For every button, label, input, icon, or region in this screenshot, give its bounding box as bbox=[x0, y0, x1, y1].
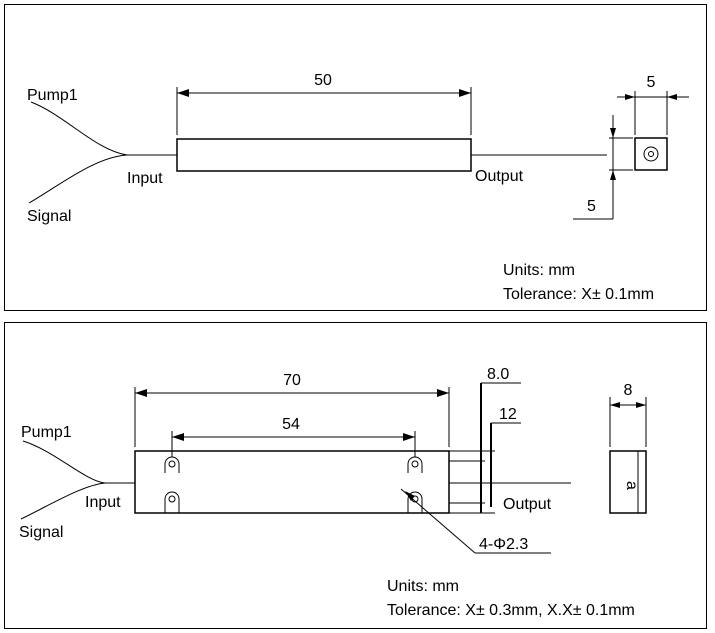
pump-fiber bbox=[22, 440, 106, 484]
signal-fiber bbox=[28, 154, 128, 204]
units-label: Units: mm bbox=[387, 578, 459, 595]
length-arrow-left bbox=[135, 389, 147, 397]
bottom-drawing-panel: 70 54 8.0 12 Pump1 Signal Input Output 4… bbox=[4, 322, 707, 629]
height-dim-label: 8.0 bbox=[487, 366, 509, 383]
pump-label: Pump1 bbox=[27, 87, 78, 104]
pump-fiber bbox=[30, 101, 128, 156]
side-width-label: 8 bbox=[624, 382, 633, 399]
end-view-fiber-ring bbox=[643, 146, 659, 162]
side-view-body bbox=[609, 450, 647, 514]
end-height-arrow-bottom bbox=[610, 170, 616, 180]
mounting-hole-top-right bbox=[407, 456, 423, 473]
top-drawing: 50 Pump1 Signal Input Output 5 5 Units: … bbox=[27, 72, 689, 303]
side-width-arrow-right bbox=[636, 402, 646, 408]
end-view-fiber-core bbox=[648, 151, 654, 157]
mounting-hole-top-left bbox=[164, 456, 180, 473]
length-arrow-right bbox=[437, 389, 449, 397]
device-body bbox=[134, 450, 450, 514]
end-width-arrow-left bbox=[625, 94, 635, 100]
mounting-hole-bottom-left bbox=[164, 491, 180, 513]
pump-label: Pump1 bbox=[21, 424, 72, 441]
signal-label: Signal bbox=[19, 524, 63, 541]
end-height-arrow-top bbox=[610, 128, 616, 138]
signal-fiber bbox=[20, 482, 106, 520]
length-dim-label: 50 bbox=[314, 72, 332, 89]
arrow-right bbox=[459, 89, 471, 97]
top-drawing-panel: 50 Pump1 Signal Input Output 5 5 Units: … bbox=[4, 4, 707, 311]
output-label: Output bbox=[503, 496, 552, 513]
tolerance-label: Tolerance: X± 0.1mm bbox=[503, 286, 654, 303]
end-width-label: 5 bbox=[647, 74, 656, 91]
hole-callout-arrow bbox=[405, 491, 415, 501]
device-body bbox=[176, 138, 472, 172]
bottom-drawing: 70 54 8.0 12 Pump1 Signal Input Output 4… bbox=[19, 366, 647, 619]
length-dim-label: 70 bbox=[283, 372, 301, 389]
output-label: Output bbox=[475, 168, 524, 185]
hole-arrow-left bbox=[172, 433, 184, 441]
end-width-arrow-right bbox=[667, 94, 677, 100]
hole-spacing-label: 54 bbox=[282, 416, 300, 433]
tolerance-label: Tolerance: X± 0.3mm, X.X± 0.1mm bbox=[387, 602, 635, 619]
end-height-label: 5 bbox=[587, 198, 596, 215]
side-width-arrow-left bbox=[610, 402, 620, 408]
arrow-left bbox=[177, 89, 189, 97]
signal-label: Signal bbox=[27, 208, 71, 225]
width-dim-label: 12 bbox=[499, 406, 517, 423]
units-label: Units: mm bbox=[503, 262, 575, 279]
hole-callout-leader bbox=[400, 488, 476, 554]
side-view-marking: a bbox=[623, 481, 640, 490]
input-label: Input bbox=[85, 494, 121, 511]
end-view-square bbox=[634, 137, 668, 171]
input-label: Input bbox=[127, 170, 163, 187]
hole-arrow-right bbox=[403, 433, 415, 441]
hole-callout-label: 4-Φ2.3 bbox=[479, 536, 528, 553]
